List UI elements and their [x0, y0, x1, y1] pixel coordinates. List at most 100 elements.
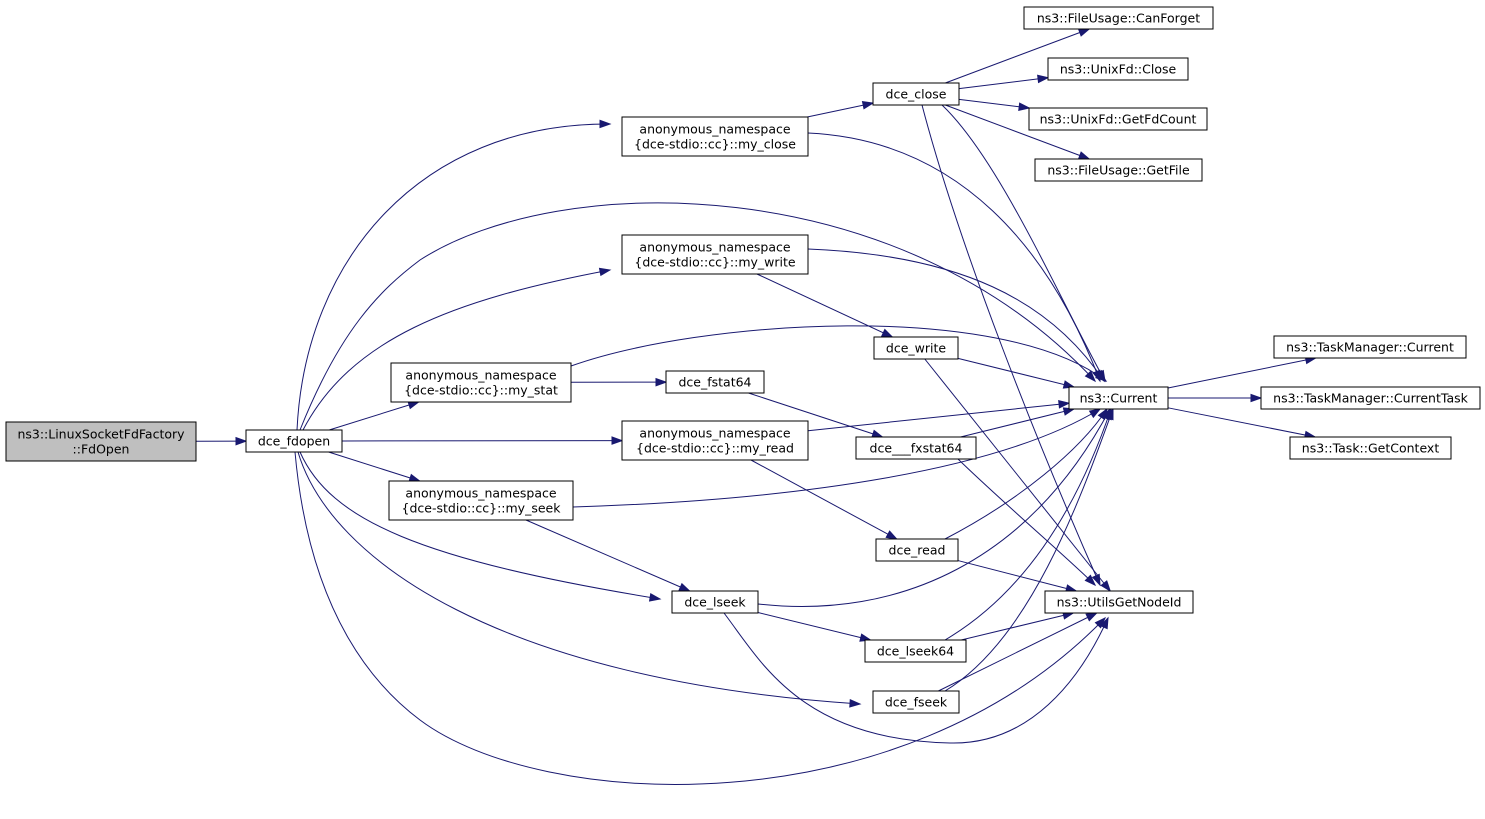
- edge-dce_fdopen-to-ns3_current: [299, 202, 1097, 431]
- edge-line: [299, 451, 661, 600]
- node-box: [665, 370, 765, 394]
- node-label: dce_fseek: [885, 695, 948, 710]
- node-label: {dce-stdio::cc}::my_stat: [404, 383, 558, 398]
- edge-dce_fseek-to-utilsgetnodeid: [938, 612, 1098, 692]
- node-dce-fdopen[interactable]: dce_fdopen: [245, 429, 343, 453]
- node-label: dce_read: [889, 543, 946, 558]
- node-tm-current[interactable]: ns3::TaskManager::Current: [1273, 335, 1467, 359]
- edge-dce_lseek-to-dce_lseek64: [757, 612, 872, 642]
- node-my-read[interactable]: anonymous_namespace{dce-stdio::cc}::my_r…: [621, 420, 809, 461]
- edge-line: [748, 392, 883, 438]
- node-label: dce_lseek64: [877, 644, 954, 659]
- edge-line: [296, 123, 611, 431]
- edge-line: [957, 458, 1096, 586]
- node-my-close[interactable]: anonymous_namespace{dce-stdio::cc}::my_c…: [621, 116, 809, 157]
- node-label: anonymous_namespace: [639, 122, 790, 137]
- node-box: [1273, 335, 1467, 359]
- edge-dce_close-to-getfdcount: [958, 98, 1031, 111]
- edge-arrowhead: [1095, 371, 1108, 382]
- node-label: ns3::LinuxSocketFdFactory: [17, 427, 185, 442]
- edge-dce_lseek-to-utilsgetnodeid: [723, 612, 1109, 744]
- edge-arrowhead: [655, 377, 668, 387]
- edge-arrowhead: [1084, 574, 1097, 587]
- node-label: ns3::UtilsGetNodeId: [1057, 595, 1182, 610]
- node-dce-fseek[interactable]: dce_fseek: [872, 690, 960, 714]
- edge-my_write-to-dce_write: [756, 273, 894, 338]
- edge-line: [723, 612, 1109, 744]
- node-box: [872, 690, 960, 714]
- edge-dce___fxstat64-to-ns3_current: [960, 407, 1076, 438]
- edge-line: [302, 269, 611, 431]
- edge-line: [525, 519, 690, 592]
- edge-dce___fxstat64-to-utilsgetnodeid: [957, 458, 1097, 587]
- edge-dce_fdopen-to-my_read: [341, 436, 624, 445]
- node-canforget[interactable]: ns3::FileUsage::CanForget: [1023, 6, 1214, 30]
- edge-line: [921, 104, 1101, 586]
- edge-line: [945, 28, 1090, 84]
- edge-arrowhead: [611, 436, 624, 445]
- node-label: dce_close: [886, 87, 947, 102]
- edge-arrowhead: [1058, 400, 1071, 409]
- edge-dce_read-to-ns3_current: [944, 407, 1108, 540]
- node-unixfd-close[interactable]: ns3::UnixFd::Close: [1047, 57, 1189, 81]
- node-tm-currenttask[interactable]: ns3::TaskManager::CurrentTask: [1260, 386, 1481, 410]
- edge-dce_fdopen-to-my_seek: [328, 451, 422, 482]
- edge-line: [961, 612, 1074, 641]
- edge-line: [299, 202, 1096, 431]
- node-task-getcontext[interactable]: ns3::Task::GetContext: [1289, 436, 1452, 460]
- node-ns3-current[interactable]: ns3::Current: [1068, 386, 1169, 410]
- node-my-stat[interactable]: anonymous_namespace{dce-stdio::cc}::my_s…: [390, 362, 572, 403]
- node-box: [621, 420, 809, 461]
- node-dce-fstat64[interactable]: dce_fstat64: [665, 370, 765, 394]
- edge-arrowhead: [1077, 28, 1091, 37]
- node-label: {dce-stdio::cc}::my_seek: [402, 501, 562, 516]
- node-label: dce_fdopen: [258, 434, 330, 449]
- edge-ns3_current-to-tm_currenttask: [1168, 393, 1263, 403]
- node-label: dce_lseek: [684, 595, 746, 610]
- node-getfile[interactable]: ns3::FileUsage::GetFile: [1034, 158, 1203, 182]
- edge-line: [1167, 407, 1316, 438]
- node-box: [872, 82, 960, 106]
- node-label: ns3::Current: [1080, 391, 1158, 406]
- edge-arrowhead: [849, 698, 862, 708]
- edge-line: [757, 408, 1111, 607]
- node-dce-lseek[interactable]: dce_lseek: [671, 590, 759, 614]
- edge-line: [944, 408, 1112, 641]
- node-utilsgetnodeid[interactable]: ns3::UtilsGetNodeId: [1044, 590, 1194, 614]
- node-fdopen-root: ns3::LinuxSocketFdFactory::FdOpen: [5, 421, 197, 462]
- edge-line: [328, 451, 420, 482]
- node-box: [1028, 107, 1208, 131]
- node-dce-write[interactable]: dce_write: [873, 336, 959, 360]
- edge-arrowhead: [648, 593, 662, 602]
- node-dce---fxstat64[interactable]: dce___fxstat64: [855, 436, 977, 460]
- edge-arrowhead: [871, 429, 884, 438]
- node-my-seek[interactable]: anonymous_namespace{dce-stdio::cc}::my_s…: [388, 480, 574, 521]
- node-label: anonymous_namespace: [405, 368, 556, 383]
- edge-arrowhead: [881, 328, 894, 338]
- edge-my_read-to-dce_read: [750, 459, 899, 540]
- node-dce-close[interactable]: dce_close: [872, 82, 960, 106]
- edge-dce_fdopen-to-my_write: [302, 267, 612, 431]
- node-label: ns3::UnixFd::Close: [1060, 62, 1177, 77]
- node-label: ns3::Task::GetContext: [1302, 441, 1440, 456]
- edge-arrowhead: [1088, 408, 1102, 419]
- edge-line: [297, 451, 861, 705]
- edge-line: [957, 560, 1077, 592]
- node-label: anonymous_namespace: [405, 486, 556, 501]
- edge-line: [944, 408, 1108, 540]
- node-dce-lseek64[interactable]: dce_lseek64: [864, 639, 967, 663]
- node-my-write[interactable]: anonymous_namespace{dce-stdio::cc}::my_w…: [621, 234, 809, 275]
- node-getfdcount[interactable]: ns3::UnixFd::GetFdCount: [1028, 107, 1208, 131]
- edge-line: [570, 325, 1107, 382]
- edge-arrowhead: [1085, 612, 1098, 622]
- node-label: ns3::TaskManager::CurrentTask: [1273, 391, 1468, 406]
- edge-line: [750, 459, 897, 540]
- edge-arrowhead: [678, 582, 691, 592]
- edge-my_seek-to-ns3_current: [572, 408, 1102, 508]
- edge-my_stat-to-dce_fstat64: [570, 377, 668, 387]
- edge-dce_fdopen-to-dce_fseek: [297, 451, 862, 708]
- node-label: anonymous_namespace: [639, 240, 790, 255]
- node-dce-read[interactable]: dce_read: [875, 538, 959, 562]
- edge-line: [294, 451, 1106, 785]
